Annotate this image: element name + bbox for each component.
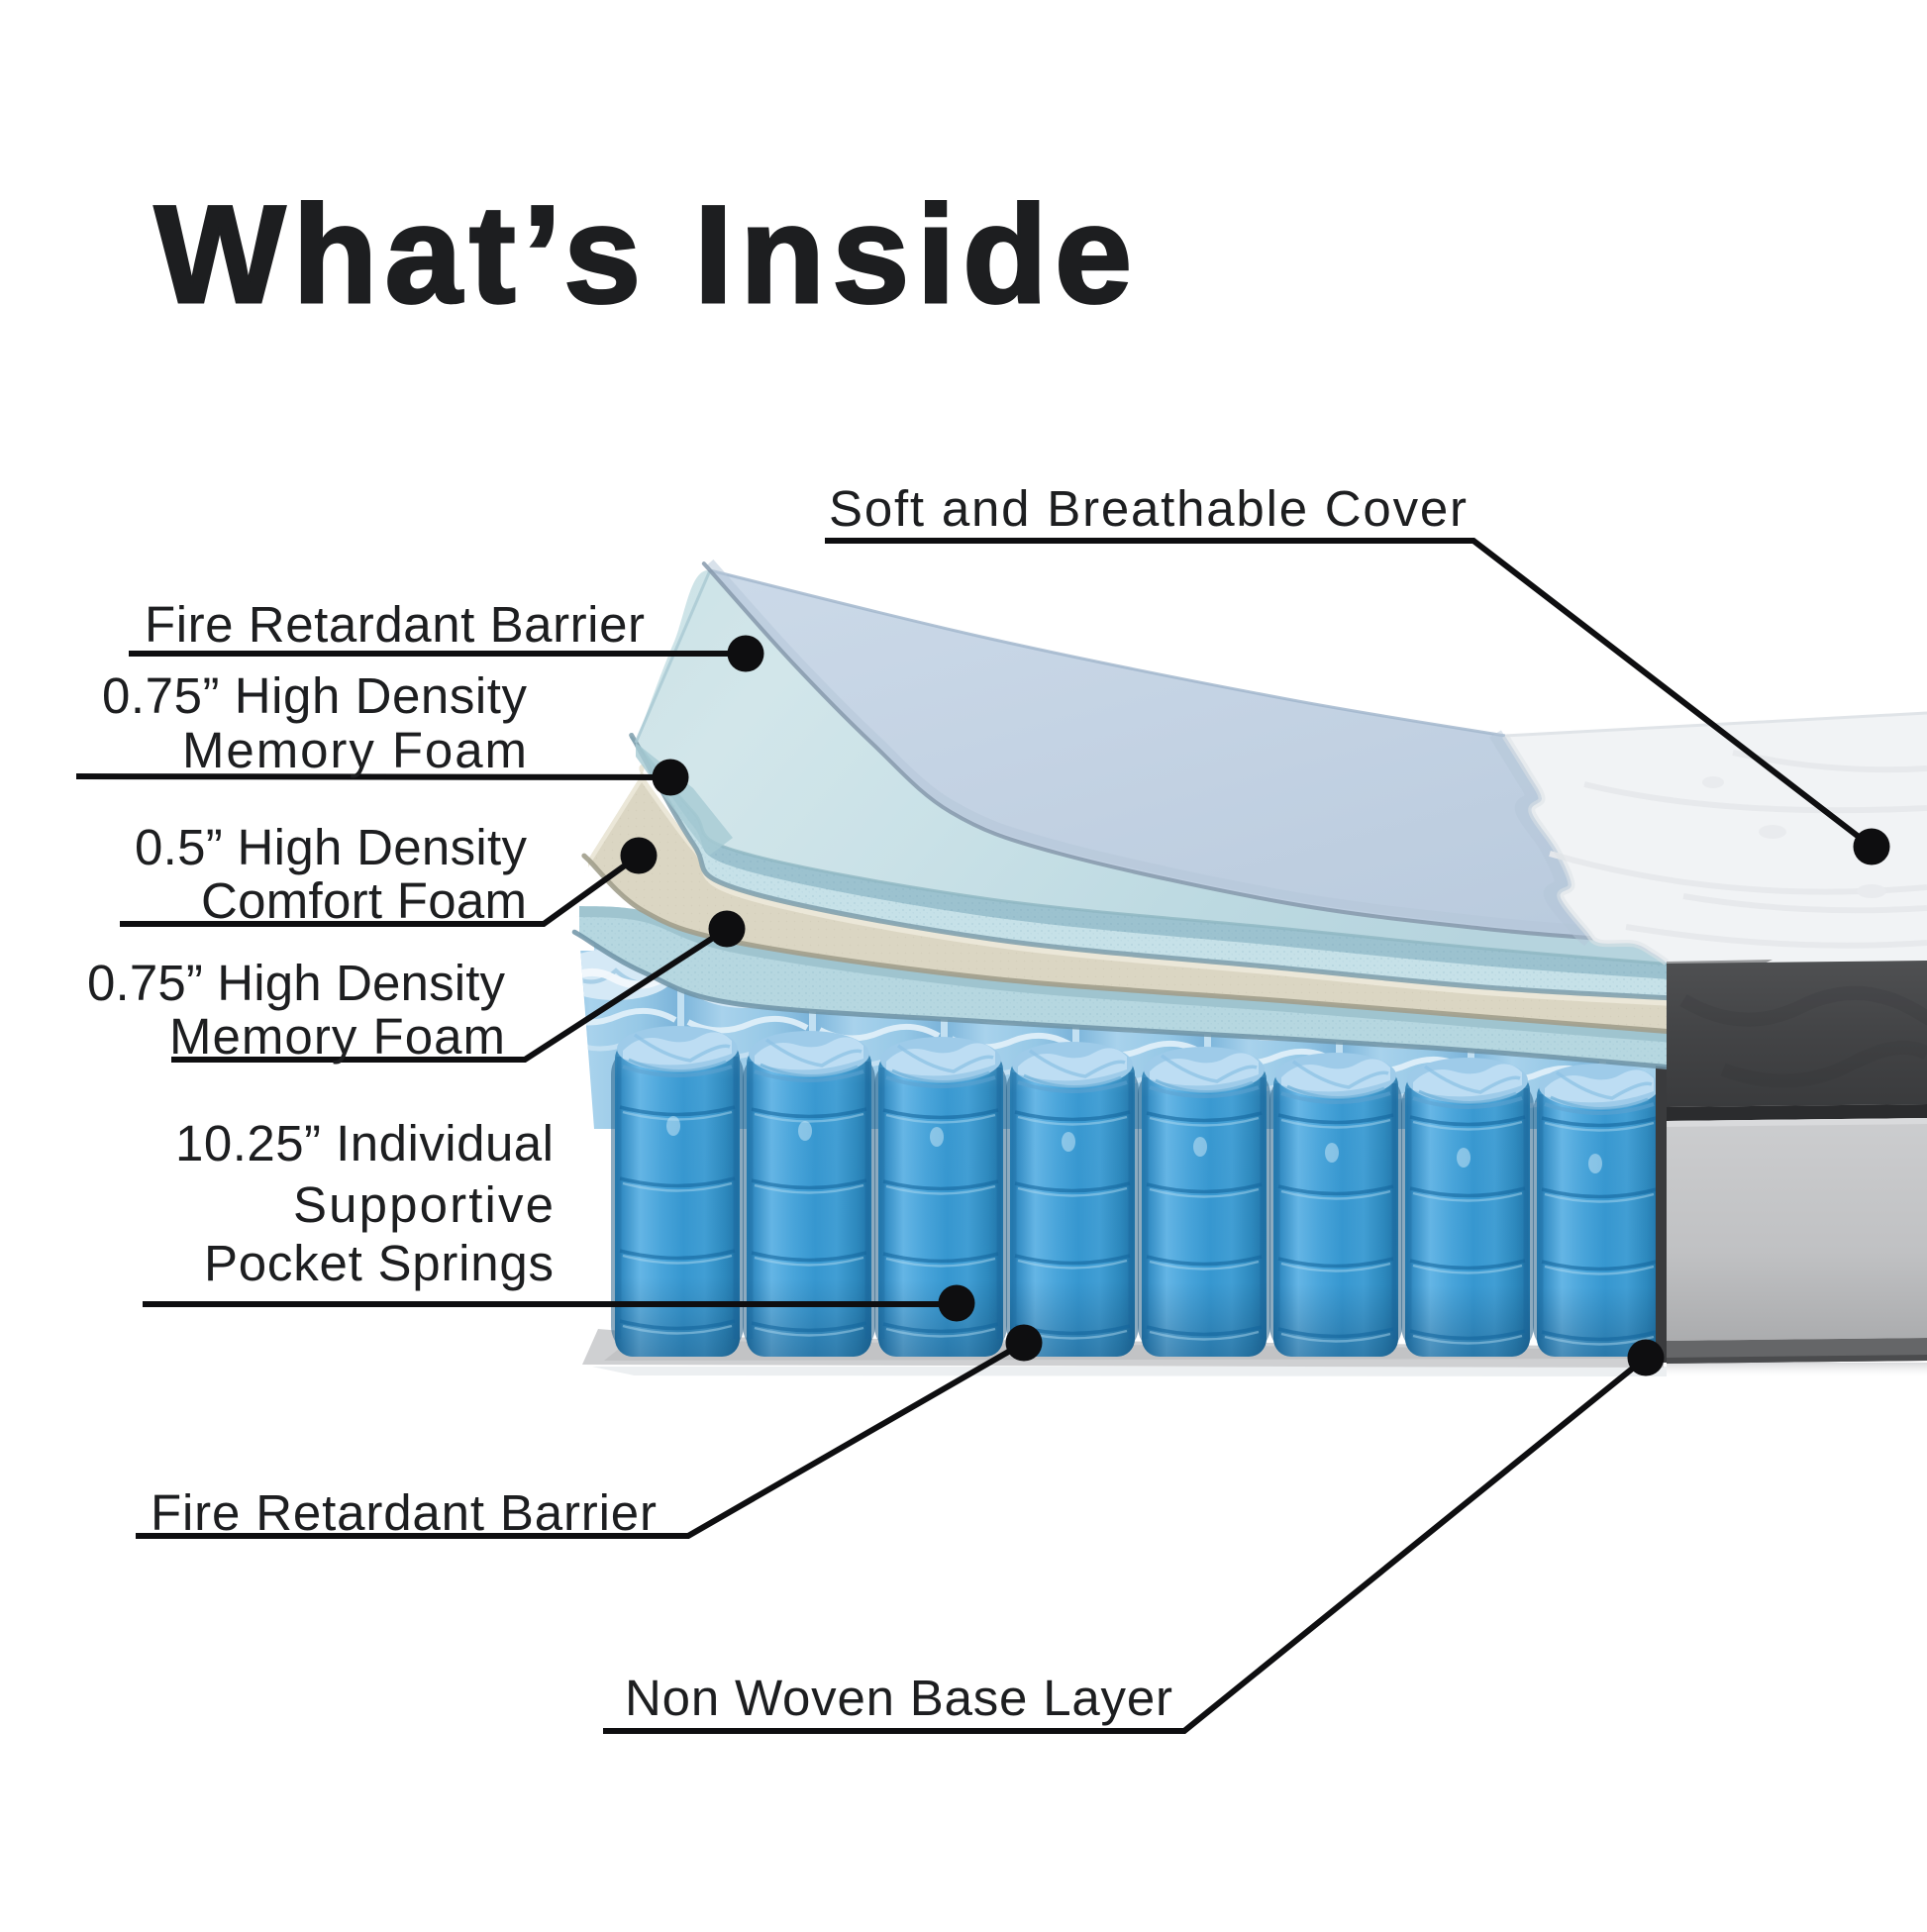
svg-text:0.75” High Density: 0.75” High Density (102, 667, 528, 724)
svg-text:Fire Retardant Barrier: Fire Retardant Barrier (145, 596, 645, 653)
svg-text:Comfort Foam: Comfort Foam (201, 872, 527, 929)
svg-text:10.25” Individual: 10.25” Individual (175, 1115, 554, 1171)
svg-text:Supportive: Supportive (293, 1176, 554, 1233)
svg-text:Memory Foam: Memory Foam (182, 722, 527, 778)
svg-text:Memory Foam: Memory Foam (169, 1008, 505, 1065)
svg-text:Non Woven Base Layer: Non Woven Base Layer (625, 1670, 1172, 1726)
svg-text:Fire Retardant Barrier: Fire Retardant Barrier (151, 1484, 657, 1541)
svg-text:0.5” High Density: 0.5” High Density (135, 819, 528, 875)
svg-text:0.75” High Density: 0.75” High Density (87, 955, 506, 1011)
svg-text:Pocket Springs: Pocket Springs (204, 1235, 554, 1291)
svg-text:Soft and Breathable Cover: Soft and Breathable Cover (829, 480, 1467, 537)
